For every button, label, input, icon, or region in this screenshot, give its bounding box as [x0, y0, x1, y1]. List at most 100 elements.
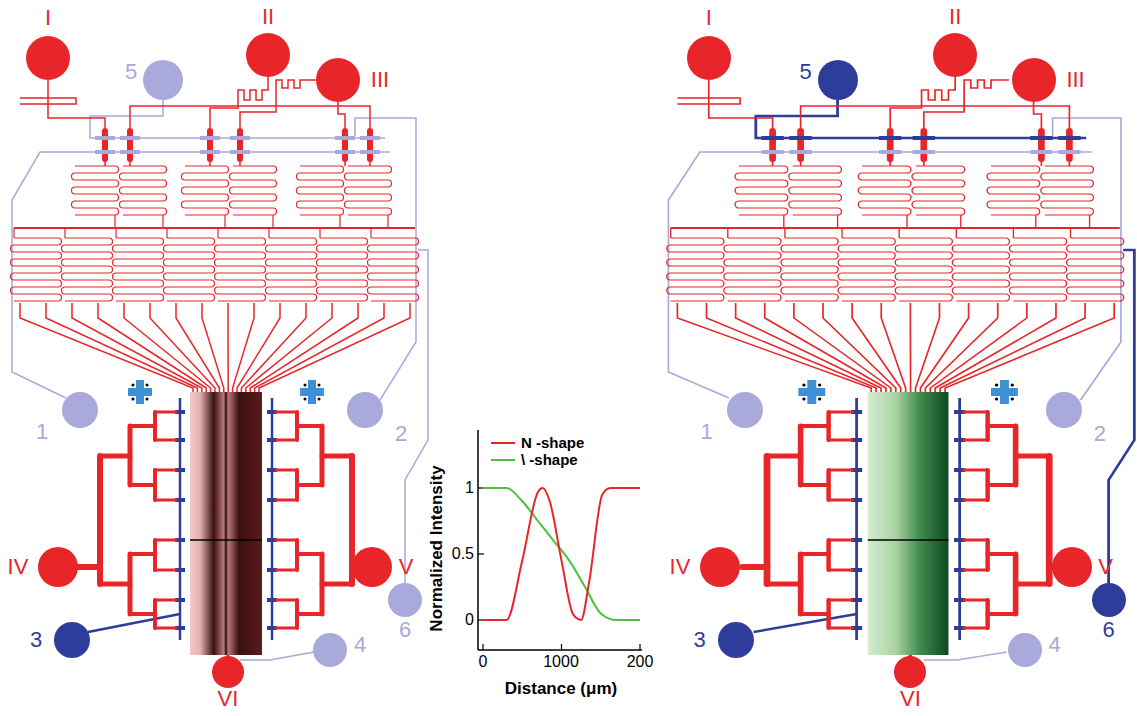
valve-bar	[335, 136, 355, 140]
outlet-channel	[794, 303, 891, 392]
control-port: 1	[727, 392, 763, 428]
port-number: 4	[354, 634, 366, 656]
valve-channel	[207, 128, 213, 162]
side-channel	[964, 599, 988, 602]
port-circle	[1012, 58, 1056, 102]
chamber-mark	[868, 539, 949, 541]
side-channel	[320, 426, 325, 485]
control-port: 2	[347, 392, 383, 428]
channel	[272, 215, 273, 228]
legend-line-sample	[491, 459, 515, 461]
outlet-channel	[930, 303, 1027, 392]
inlet-label: III	[371, 69, 389, 91]
side-channel	[130, 552, 155, 556]
tick-label: 1000	[543, 654, 579, 670]
alignment-dot	[146, 384, 149, 387]
inlet-channel	[20, 98, 76, 104]
port-circle	[687, 36, 731, 80]
side-channel	[1013, 554, 1019, 614]
gradient-chamber	[868, 392, 949, 655]
side-channel	[297, 483, 322, 487]
port-circle	[212, 656, 244, 688]
outlet-channel	[881, 303, 905, 392]
inlet-channel	[338, 102, 345, 128]
channel	[841, 228, 842, 238]
side-channel	[829, 569, 853, 572]
axis-tick	[639, 644, 640, 650]
side-channel	[964, 469, 988, 472]
serpentine-mixer	[952, 238, 1009, 301]
channel	[1070, 228, 1071, 238]
port-number: 1	[700, 421, 712, 443]
side-channel	[276, 499, 297, 502]
tick-label: 1	[465, 480, 474, 496]
side-channel	[767, 582, 801, 587]
side-channel	[153, 412, 157, 440]
fluid-inlet-port: III	[1012, 58, 1056, 102]
alignment-dot	[995, 398, 998, 401]
valve-bar	[1058, 150, 1080, 154]
fluid-inlet-port: I	[687, 36, 731, 80]
channel	[224, 215, 225, 228]
channel	[162, 215, 163, 228]
side-channel	[297, 612, 322, 616]
side-channel	[988, 483, 1016, 487]
outlet-channel	[707, 303, 877, 392]
port-number: 3	[694, 629, 706, 651]
channel	[784, 228, 785, 238]
valve-channel	[920, 128, 927, 162]
side-channel	[826, 470, 830, 500]
port-circle	[316, 58, 360, 102]
inlet-label: VI	[900, 688, 921, 710]
side-channel	[130, 483, 155, 487]
valve-bar	[1030, 150, 1052, 154]
port-number: 1	[36, 421, 48, 443]
port-circle	[246, 33, 290, 77]
legend-line-sample	[491, 442, 515, 444]
side-channel	[155, 469, 176, 472]
control-port: 3	[718, 622, 754, 658]
channel	[837, 215, 838, 228]
control-line	[668, 152, 1091, 398]
side-channel	[826, 540, 830, 570]
port-number: 5	[799, 61, 811, 83]
port-circle	[1092, 583, 1126, 617]
valve-channel	[127, 128, 133, 162]
outlet-channel	[945, 303, 1114, 392]
valve-bar	[335, 150, 355, 154]
outlet-channel	[98, 303, 206, 392]
side-channel	[964, 411, 988, 414]
side-channel	[130, 612, 155, 616]
channel	[670, 228, 671, 238]
alignment-dot	[304, 398, 307, 401]
side-channel	[1016, 454, 1050, 459]
port-circle	[1012, 58, 1056, 102]
side-channel	[320, 554, 325, 614]
side-channel	[297, 424, 322, 428]
control-port: 5	[818, 60, 858, 100]
port-circle	[933, 33, 977, 77]
alignment-cross	[807, 380, 816, 404]
control-line	[12, 152, 390, 398]
channel	[1035, 215, 1036, 228]
fluid-inlet-port: III	[316, 58, 360, 102]
valve-channel	[887, 128, 894, 162]
side-channel	[295, 412, 299, 440]
port-circle	[1052, 547, 1092, 587]
serpentine-mixer	[317, 238, 368, 301]
inlet-label: VI	[218, 688, 239, 710]
port-circle	[212, 656, 244, 688]
side-channel	[964, 627, 988, 630]
channel	[13, 228, 14, 238]
serpentine-mixer	[72, 166, 119, 215]
side-channel	[295, 540, 299, 570]
valve-bar	[120, 150, 140, 154]
legend-text: \ -shape	[521, 451, 578, 468]
inlet-channel	[1034, 102, 1042, 128]
port-circle	[894, 656, 926, 688]
side-channel	[153, 540, 157, 570]
intensity-chart	[478, 430, 642, 650]
channel	[727, 228, 728, 238]
side-channel	[829, 411, 853, 414]
side-channel	[155, 599, 176, 602]
